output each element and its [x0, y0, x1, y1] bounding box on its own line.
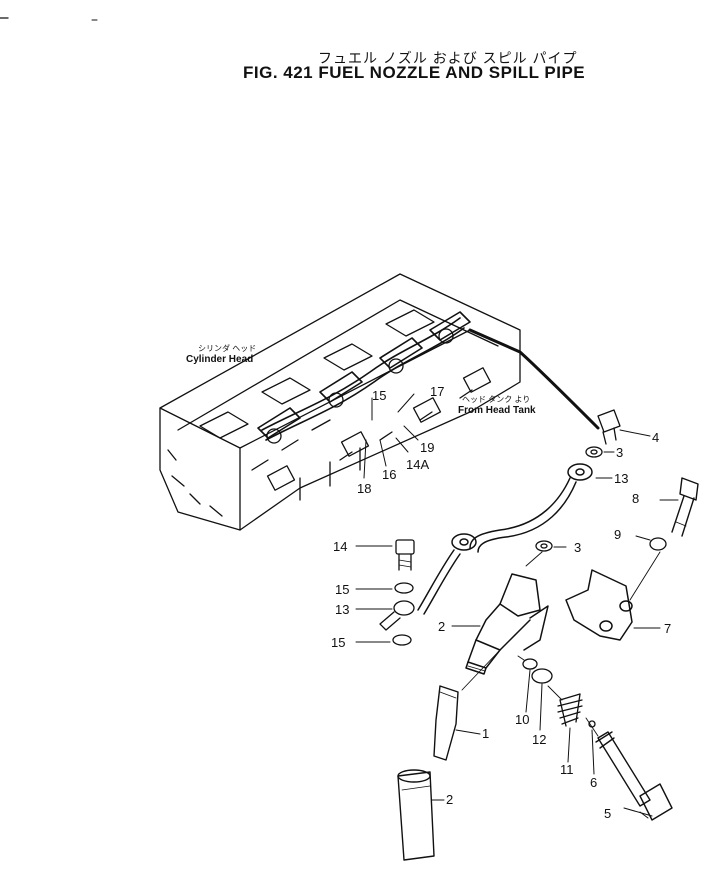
- callout-6: 6: [590, 775, 598, 790]
- callout-4: 4: [652, 430, 660, 445]
- callout-9: 9: [614, 527, 622, 542]
- washer-part-9: [649, 537, 667, 551]
- callout-2: 2: [438, 619, 446, 634]
- nozzle-tip-part-1: [433, 685, 481, 761]
- bracket-part-7: [565, 569, 661, 641]
- washer-part-3: [585, 446, 603, 458]
- callout-19: 19: [420, 440, 435, 455]
- callout-15-lower: 15: [331, 635, 346, 650]
- callout-7: 7: [664, 621, 672, 636]
- pipe-end-part-13: [355, 600, 415, 631]
- callout-18: 18: [357, 481, 372, 496]
- gasket-part-10: [522, 658, 538, 670]
- spring-part-11: [557, 693, 583, 763]
- callout-13-left: 13: [335, 602, 350, 617]
- callout-17: 17: [430, 384, 445, 399]
- callout-3: 3: [616, 445, 624, 460]
- figure-title: FIG. 421 FUEL NOZZLE AND SPILL PIPE: [243, 63, 586, 82]
- callout-5: 5: [604, 806, 612, 821]
- cylinder-head-drawing: [159, 273, 600, 531]
- callout-11: 11: [560, 762, 574, 777]
- callout-13: 13: [614, 471, 629, 486]
- spill-pipe-part-13: [417, 463, 613, 615]
- callout-15: 15: [335, 582, 350, 597]
- callout-10: 10: [515, 712, 530, 727]
- ring-part-12: [531, 668, 553, 684]
- callout-14a: 14A: [406, 457, 430, 472]
- callout-8: 8: [632, 491, 640, 506]
- bolt-part-8: [659, 477, 699, 537]
- cylinder-head-note-japanese: シリンダ ヘッド: [198, 344, 257, 353]
- callout-12: 12: [532, 732, 547, 747]
- head-tank-note: From Head Tank: [458, 405, 536, 416]
- bolt-part-4: [597, 409, 651, 445]
- cylinder-head-note: Cylinder Head: [186, 354, 254, 365]
- figure-title-japanese: フュエル ノズル および スピル パイプ: [318, 50, 578, 66]
- washer-part-15-lower: [392, 634, 412, 646]
- head-leader-lines: [363, 393, 419, 479]
- nozzle-nut-part-2: [397, 769, 445, 861]
- callout-14: 14: [333, 539, 348, 554]
- head-tank-note-japanese: ヘッド タンク より: [462, 395, 531, 404]
- nozzle-holder-part-2: [451, 573, 549, 675]
- callout-15-head: 15: [372, 388, 387, 403]
- callout-1: 1: [482, 726, 490, 741]
- scan-marks: [0, 17, 98, 21]
- bolt-part-14: [355, 539, 415, 571]
- washer-part-3-lower: [535, 540, 553, 552]
- assembly-guide-lines: [461, 551, 661, 737]
- washer-part-15: [394, 582, 414, 594]
- callout-16: 16: [382, 467, 397, 482]
- callout-2-lower: 2: [446, 792, 454, 807]
- fitting-part-5: [595, 731, 673, 821]
- callout-3-lower: 3: [574, 540, 582, 555]
